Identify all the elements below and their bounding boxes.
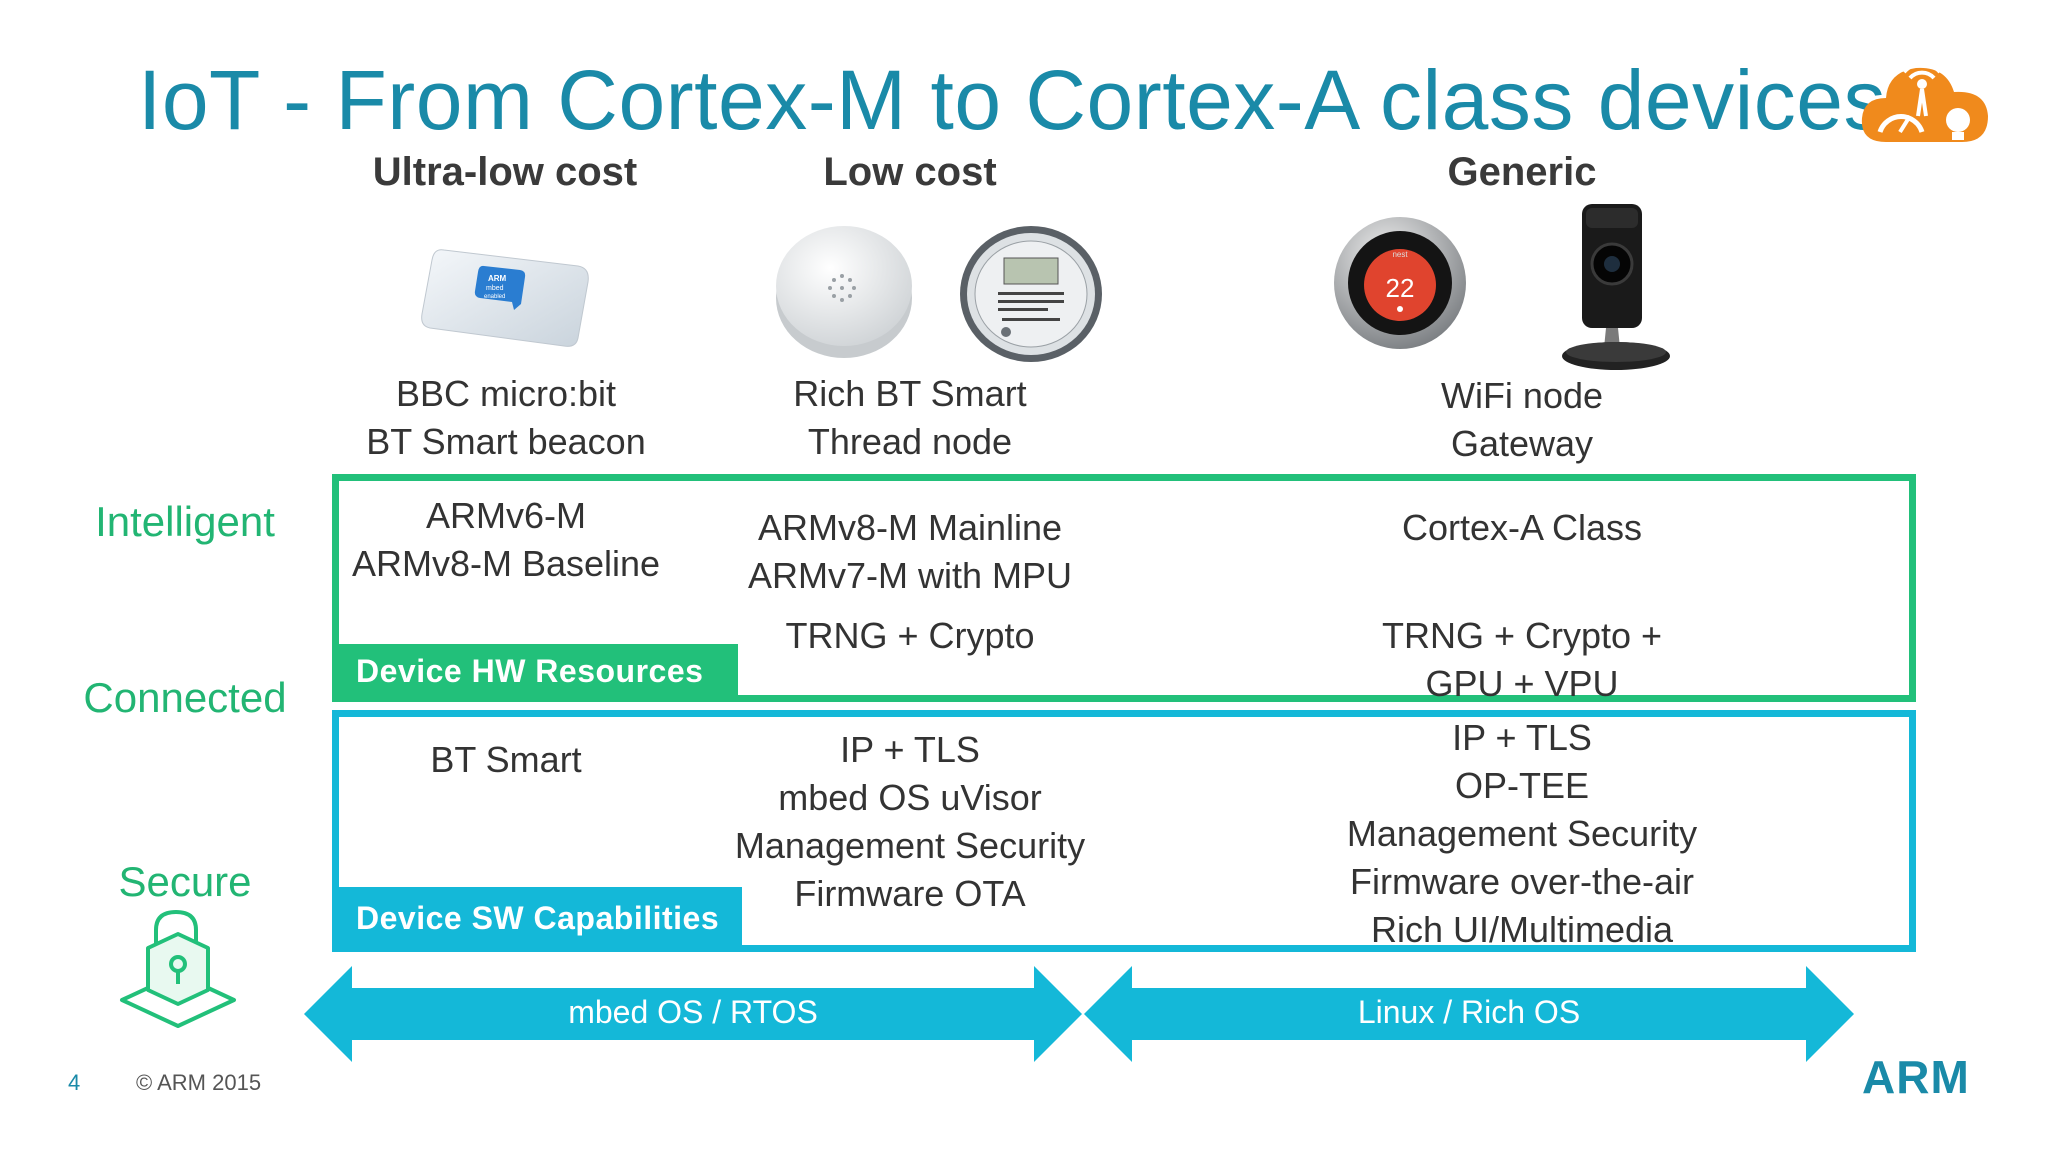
caption-line: Rich BT Smart (793, 373, 1027, 414)
mbed-os-arrow (304, 966, 1082, 1062)
caption-low-cost: Rich BT Smart Thread node (710, 370, 1110, 466)
iot-cloud-icon (1861, 61, 1988, 142)
copyright: © ARM 2015 (136, 1070, 262, 1095)
hw-low-cost-extra: TRNG + Crypto (785, 615, 1035, 656)
caption-line: BBC micro:bit (395, 373, 617, 414)
arm-logo: ARM (1862, 1051, 1970, 1103)
smart-meter-image (960, 226, 1102, 362)
label-intelligent: Intelligent (95, 498, 275, 545)
sw-line: Firmware OTA (794, 873, 1026, 914)
sw-line: IP + TLS (840, 729, 980, 770)
caption-ultra-low-cost: BBC micro:bit BT Smart beacon (300, 370, 712, 466)
hw-line: TRNG + Crypto + (1381, 615, 1663, 656)
linux-arrow (1084, 966, 1854, 1062)
sw-line: Rich UI/Multimedia (1370, 909, 1674, 950)
beacon-line2: enabled (484, 294, 505, 300)
label-connected: Connected (83, 674, 287, 721)
hw-low-cost: ARMv8-M Mainline ARMv7-M with MPU (710, 504, 1110, 600)
sw-line: Firmware over-the-air (1349, 861, 1695, 902)
nest-temperature: 22 (1386, 273, 1415, 303)
security-camera-image (1562, 204, 1670, 370)
caption-line: WiFi node (1440, 375, 1604, 416)
hw-line: ARMv8-M Baseline (351, 543, 661, 584)
device-hw-resources-box (332, 474, 1916, 702)
arrow-label-mbed-os: mbed OS / RTOS (568, 994, 818, 1030)
page-title: IoT - From Cortex-M to Cortex-A class de… (138, 53, 1887, 147)
caption-line: Gateway (1450, 423, 1594, 464)
hw-line: ARMv8-M Mainline (757, 507, 1063, 548)
sw-line: Management Security (734, 825, 1086, 866)
hw-generic: Cortex-A Class (1401, 507, 1643, 548)
hw-ultra-low-cost: ARMv6-M ARMv8-M Baseline (336, 492, 676, 588)
heading-generic: Generic (1447, 150, 1597, 194)
label-secure: Secure (118, 858, 252, 905)
page-number: 4 (68, 1070, 81, 1095)
hw-generic-extra: TRNG + Crypto + GPU + VPU (1322, 612, 1722, 708)
padlock-icon (120, 910, 236, 1028)
caption-line: BT Smart beacon (366, 421, 646, 462)
device-sw-capabilities-tag: Device SW Capabilities (334, 887, 742, 949)
nest-thermostat-image: nest 22 (1334, 217, 1466, 349)
arrow-label-linux: Linux / Rich OS (1357, 994, 1581, 1030)
mbed-beacon-image: ARM mbed enabled (421, 249, 589, 347)
device-sw-capabilities-box (332, 710, 1916, 952)
beacon-brand: ARM (488, 274, 507, 283)
device-hw-resources-tag: Device HW Resources (334, 644, 738, 698)
sw-line: OP-TEE (1454, 765, 1589, 806)
sw-line: mbed OS uVisor (778, 777, 1042, 818)
beacon-line1: mbed (486, 285, 504, 292)
smoke-detector-image (776, 226, 912, 358)
hw-line: ARMv6-M (426, 495, 586, 536)
sw-line: Management Security (1346, 813, 1698, 854)
hw-line: GPU + VPU (1425, 663, 1619, 704)
caption-generic: WiFi node Gateway (1322, 372, 1722, 468)
heading-low-cost: Low cost (823, 150, 997, 194)
caption-line: Thread node (807, 421, 1013, 462)
sw-generic: IP + TLS OP-TEE Management Security Firm… (1302, 714, 1742, 954)
hw-line: ARMv7-M with MPU (747, 555, 1073, 596)
sw-ultra-low-cost: BT Smart (430, 739, 582, 780)
sw-line: IP + TLS (1452, 717, 1592, 758)
sw-low-cost: IP + TLS mbed OS uVisor Management Secur… (710, 726, 1110, 918)
heading-ultra-low-cost: Ultra-low cost (372, 150, 638, 194)
os-arrows (304, 966, 1854, 1062)
nest-brand: nest (1392, 250, 1408, 259)
